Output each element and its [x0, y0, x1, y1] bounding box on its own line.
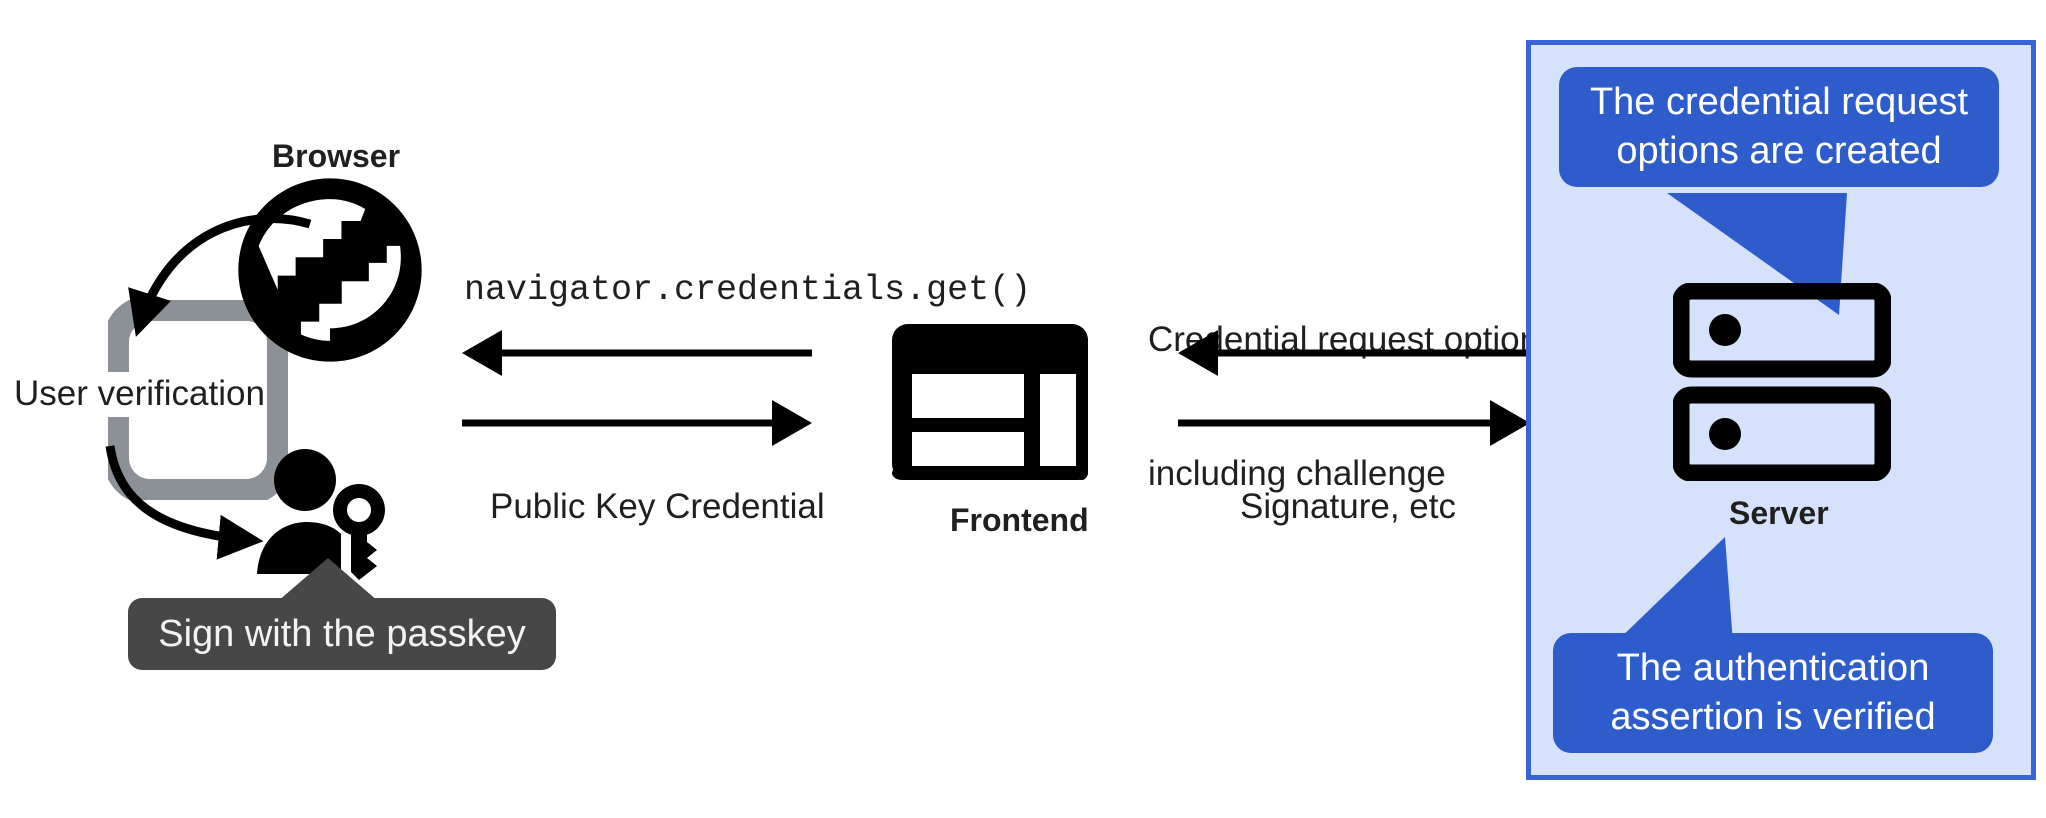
arrow-browser-to-phone — [128, 213, 312, 337]
public-key-credential-label: Public Key Credential — [490, 487, 825, 526]
arrow-frontend-to-server — [1178, 400, 1530, 446]
arrow-frontend-to-browser — [462, 330, 812, 376]
bubble-bottom-line1: The authentication — [1616, 646, 1930, 689]
arrow-head-right-2 — [1490, 400, 1530, 446]
arrow-phone-to-user — [105, 445, 264, 560]
bubble-assertion-verified: The authentication assertion is verified — [1553, 633, 1993, 753]
bubble-bottom-line2: assertion is verified — [1610, 696, 1936, 738]
bubble-bottom-tail — [1615, 537, 1733, 643]
browser-label: Browser — [272, 138, 401, 174]
arrow-shaft-3 — [1212, 349, 1530, 357]
bubble-top-line1: The credential request — [1589, 80, 1969, 123]
arrow-head-right-1 — [772, 400, 812, 446]
arrow-shaft-4 — [1178, 419, 1496, 427]
frontend-label: Frontend — [950, 502, 1089, 538]
navigator-credentials-get-label: navigator.credentials.get() — [464, 270, 1032, 310]
arrow-shaft-1 — [496, 349, 812, 357]
passkey-tooltip: Sign with the passkey — [128, 598, 556, 670]
bubble-top-line2: options are created — [1616, 130, 1942, 172]
globe-icon — [238, 178, 422, 362]
server-label: Server — [1729, 495, 1829, 531]
signature-etc-label: Signature, etc — [1240, 487, 1456, 526]
arrow-shaft-2 — [462, 419, 778, 427]
web-layout-icon — [892, 324, 1088, 480]
credential-request-options-line2: including challenge — [1148, 453, 1446, 493]
arrow-browser-to-frontend — [462, 400, 812, 446]
arrow-head-left-1 — [462, 330, 502, 376]
arrow-server-to-frontend — [1178, 330, 1530, 376]
user-verification-label: User verification — [12, 372, 267, 417]
person-with-key-icon — [257, 449, 385, 580]
server-panel: The credential request options are creat… — [1526, 40, 2036, 780]
passkey-tooltip-tail — [270, 558, 386, 608]
server-rack-icon — [1673, 283, 1891, 481]
arrow-head-left-2 — [1178, 330, 1218, 376]
passkey-tooltip-label: Sign with the passkey — [158, 612, 526, 655]
bubble-credential-options: The credential request options are creat… — [1559, 67, 1999, 187]
